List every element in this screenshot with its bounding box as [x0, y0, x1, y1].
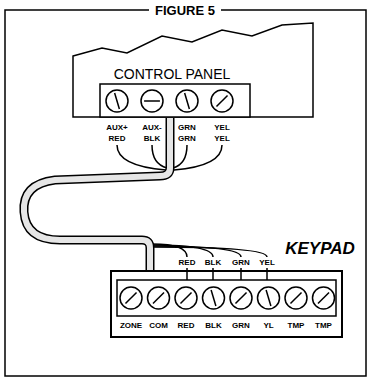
terminal-name: TMP [287, 322, 306, 330]
keypad-terminals [110, 270, 343, 338]
terminal-name: BLK [204, 322, 222, 330]
control-panel: CONTROL PANEL [72, 22, 314, 118]
terminal-name: YEL [213, 124, 231, 132]
terminal-name: GRN [177, 124, 197, 132]
keypad-wires [152, 244, 267, 281]
wire-color: RED [108, 135, 127, 143]
wire-color: BLK [143, 135, 161, 143]
wire-cable [24, 118, 170, 270]
terminal-name: AUX- [141, 124, 163, 132]
terminal-name: GRN [231, 322, 251, 330]
keypad-heading: KEYPAD [285, 240, 355, 257]
wire-color: YEL [213, 135, 231, 143]
terminal-name: ZONE [119, 322, 143, 330]
wire-color: YEL [258, 259, 276, 267]
wire-color: GRN [177, 135, 197, 143]
terminal-name: AUX+ [105, 124, 129, 132]
cable-core [24, 118, 170, 270]
terminal-name: RED [177, 322, 196, 330]
terminal-name: TMP [314, 322, 333, 330]
panel-name: CONTROL PANEL [114, 67, 231, 81]
wire-color: RED [178, 259, 197, 267]
wire-color: GRN [231, 259, 251, 267]
terminal-name: COM [148, 322, 169, 330]
keypad-box: KEYPAD [110, 270, 343, 338]
wire-color: BLK [204, 259, 222, 267]
terminal-name: YL [262, 322, 274, 330]
cable-sheath [24, 118, 170, 270]
frame-border [5, 10, 366, 376]
figure-title: FIGURE 5 [149, 3, 221, 18]
